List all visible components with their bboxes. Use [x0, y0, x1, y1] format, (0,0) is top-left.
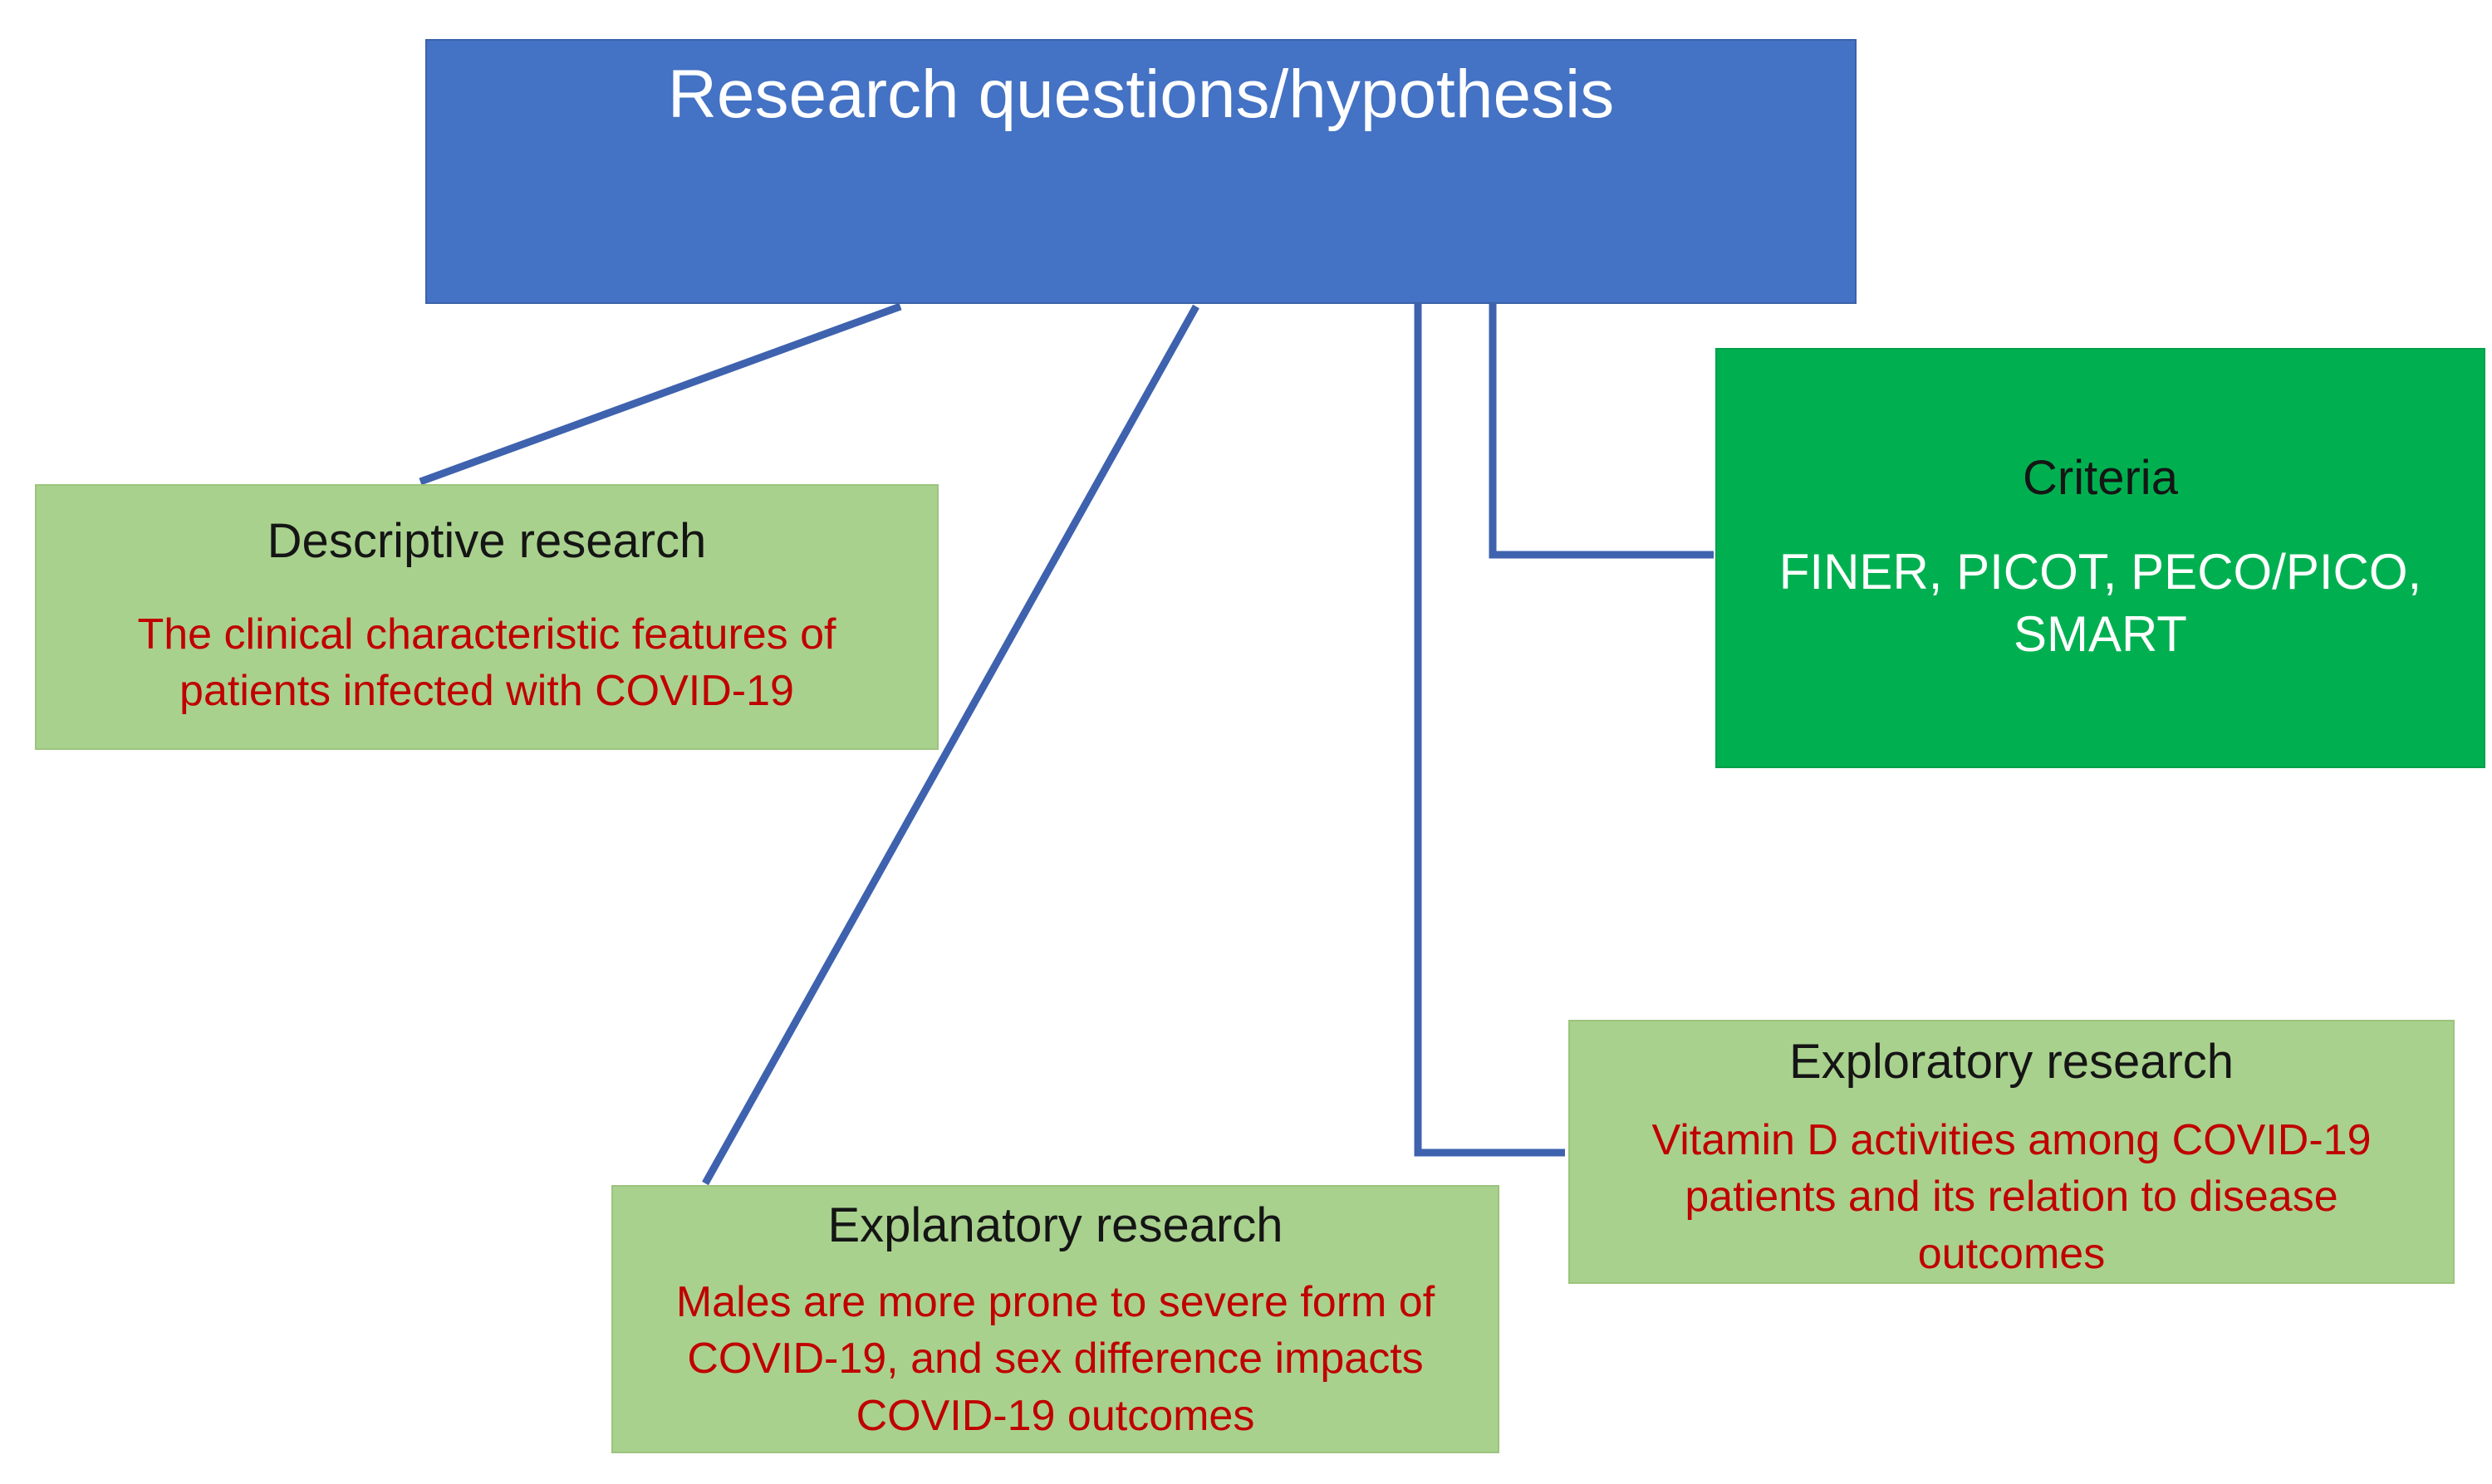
descriptive-research-title: Descriptive research — [267, 514, 707, 569]
node-research-questions: Research questions/hypothesis — [425, 39, 1857, 304]
node-descriptive-research: Descriptive research The clinical charac… — [35, 484, 939, 750]
connector-title-to-descriptive — [419, 302, 902, 486]
connector-title-to-explanatory — [702, 304, 1199, 1186]
node-explanatory-research: Explanatory research Males are more pron… — [611, 1185, 1499, 1453]
connector-title-to-exploratory — [1414, 304, 1565, 1157]
node-exploratory-research: Exploratory research Vitamin D activitie… — [1568, 1020, 2455, 1284]
connector-title-to-criteria — [1489, 304, 1714, 559]
explanatory-research-body: Males are more prone to severe form of C… — [675, 1277, 1435, 1440]
exploratory-research-title: Exploratory research — [1788, 1035, 2234, 1089]
criteria-body: FINER, PICOT, PECO/PICO, SMART — [1778, 544, 2422, 663]
node-criteria: Criteria FINER, PICOT, PECO/PICO, SMART — [1715, 348, 2485, 768]
criteria-title: Criteria — [2023, 450, 2178, 505]
explanatory-research-title: Explanatory research — [827, 1198, 1283, 1252]
research-questions-title: Research questions/hypothesis — [667, 56, 1615, 132]
exploratory-research-body: Vitamin D activities among COVID-19 pati… — [1651, 1115, 2372, 1278]
descriptive-research-body: The clinical characteristic features of … — [137, 610, 836, 716]
